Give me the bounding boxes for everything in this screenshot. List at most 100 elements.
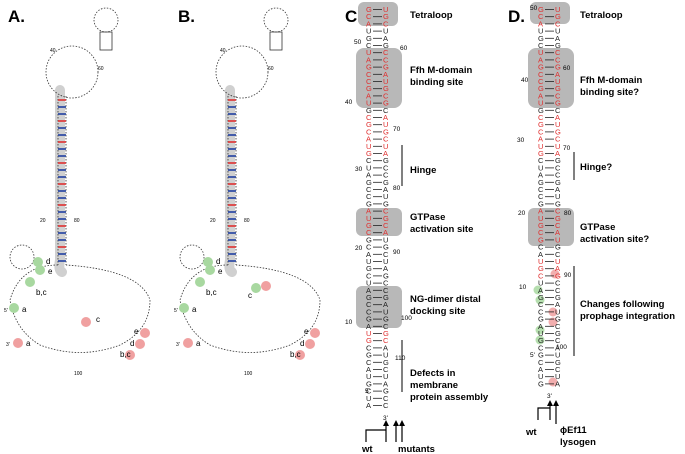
panel-d-n80: 80 [564,210,572,217]
nucleotide-glyph: C [555,221,561,230]
panel-d-n50: 50 [530,5,538,12]
nucleotide-glyph: C [538,77,544,86]
nucleotide-glyph: C [538,127,544,136]
nucleotide-glyph: C [555,171,561,180]
panel-d-ffh-box [528,48,574,108]
nucleotide-glyph: A [555,343,560,352]
nucleotide-glyph: C [383,394,389,403]
nucleotide-glyph: U [383,235,388,244]
nucleotide-glyph: A [555,228,560,237]
nucleotide-glyph: U [555,257,560,266]
nucleotide-glyph: C [366,41,372,50]
nucleotide-glyph: C [538,307,544,316]
panel-c-arrowhead-3 [399,420,405,426]
panel-d-n30: 30 [517,137,525,144]
nucleotide-glyph: U [555,235,560,244]
panel-c-wt-line [365,429,386,442]
nucleotide-glyph: G [538,315,544,324]
nucleotide-glyph: A [538,365,543,374]
nucleotide-glyph: A [555,264,560,273]
nucleotide-glyph: U [383,142,388,151]
nucleotide-glyph: C [538,358,544,367]
panel-a-label-e: e [48,267,53,276]
panel-b-label-e: e [218,267,223,276]
panel-d-wt-line [537,407,550,420]
panel-d-gtpase-label-2: activation site? [580,234,649,245]
panel-a-five: 5' [4,308,8,314]
panel-b-structure: d e b,c a c a e d b,c 5' 3' 40 60 20 80 … [174,7,321,377]
nucleotide-glyph: A [383,113,388,122]
nucleotide-glyph: C [366,12,372,21]
nucleotide-glyph: C [555,286,561,295]
nucleotide-glyph: G [366,84,372,93]
nucleotide-glyph: A [366,365,371,374]
nucleotide-glyph: U [555,372,560,381]
panel-a-label-a2: a [26,339,31,348]
nucleotide-glyph: G [555,156,561,165]
nucleotide-glyph: U [555,142,560,151]
nucleotide-glyph: C [366,70,372,79]
nucleotide-glyph: A [383,379,388,388]
nucleotide-glyph: U [538,48,543,57]
nucleotide-glyph: C [555,19,561,28]
nucleotide-glyph: G [538,106,544,115]
nucleotide-glyph: G [538,379,544,388]
nucleotide-glyph: G [538,178,544,187]
nucleotide-glyph: C [366,156,372,165]
panel-b-label-c: c [248,291,252,300]
nucleotide-glyph: C [383,106,389,115]
panel-d-n10: 10 [519,284,527,291]
nucleotide-glyph: G [538,336,544,345]
nucleotide-glyph: C [538,243,544,252]
nucleotide-glyph: C [383,48,389,57]
panel-a-big-loop [45,45,99,99]
nucleotide-glyph: U [555,351,560,360]
panel-d-lysogen-label-2: lysogen [560,437,596,448]
panel-c-n20: 20 [355,245,363,252]
nucleotide-glyph: A [538,55,543,64]
nucleotide-glyph: G [555,358,561,367]
nucleotide-glyph: A [366,91,371,100]
nucleotide-glyph: A [538,19,543,28]
panel-c-defects-label-3: protein assembly [410,392,489,403]
panel-b-red-d [305,339,315,349]
nucleotide-glyph: U [555,5,560,14]
nucleotide-glyph: A [383,264,388,273]
nucleotide-glyph: G [555,63,561,72]
nucleotide-glyph: A [555,300,560,309]
nucleotide-glyph: A [383,343,388,352]
panel-c-n30: 30 [355,166,363,173]
panel-b-left-hairpin [179,244,205,270]
nucleotide-glyph: G [366,221,372,230]
nucleotide-glyph: C [366,228,372,237]
panel-d-n60: 60 [563,65,571,72]
nucleotide-glyph: A [555,70,560,79]
nucleotide-glyph: G [366,264,372,273]
nucleotide-glyph: G [555,329,561,338]
nucleotide-glyph: U [555,77,560,86]
nucleotide-glyph: A [366,55,371,64]
nucleotide-glyph: U [555,192,560,201]
nucleotide-glyph: A [538,135,543,144]
panel-d-n100: 100 [556,344,567,351]
panel-c-defects-label-2: membrane [410,380,458,391]
panel-c-arrowhead-2 [393,420,399,426]
mutation-marker [533,285,543,295]
panel-b-bottom-loop [179,264,321,353]
nucleotide-glyph: G [383,358,389,367]
panel-b-letter: B. [178,7,195,26]
nucleotide-glyph: U [366,214,371,223]
nucleotide-glyph: U [383,27,388,36]
panel-c-n60: 60 [400,45,408,52]
nucleotide-glyph: A [538,171,543,180]
panel-d-five: 5' [530,352,535,359]
panel-d-gtpase-label-1: GTPase [580,222,615,233]
nucleotide-glyph: C [538,12,544,21]
nucleotide-glyph: C [538,156,544,165]
nucleotide-glyph: G [366,199,372,208]
nucleotide-glyph: C [538,41,544,50]
panel-b-red-e [310,328,320,338]
panel-a-red-d [135,339,145,349]
